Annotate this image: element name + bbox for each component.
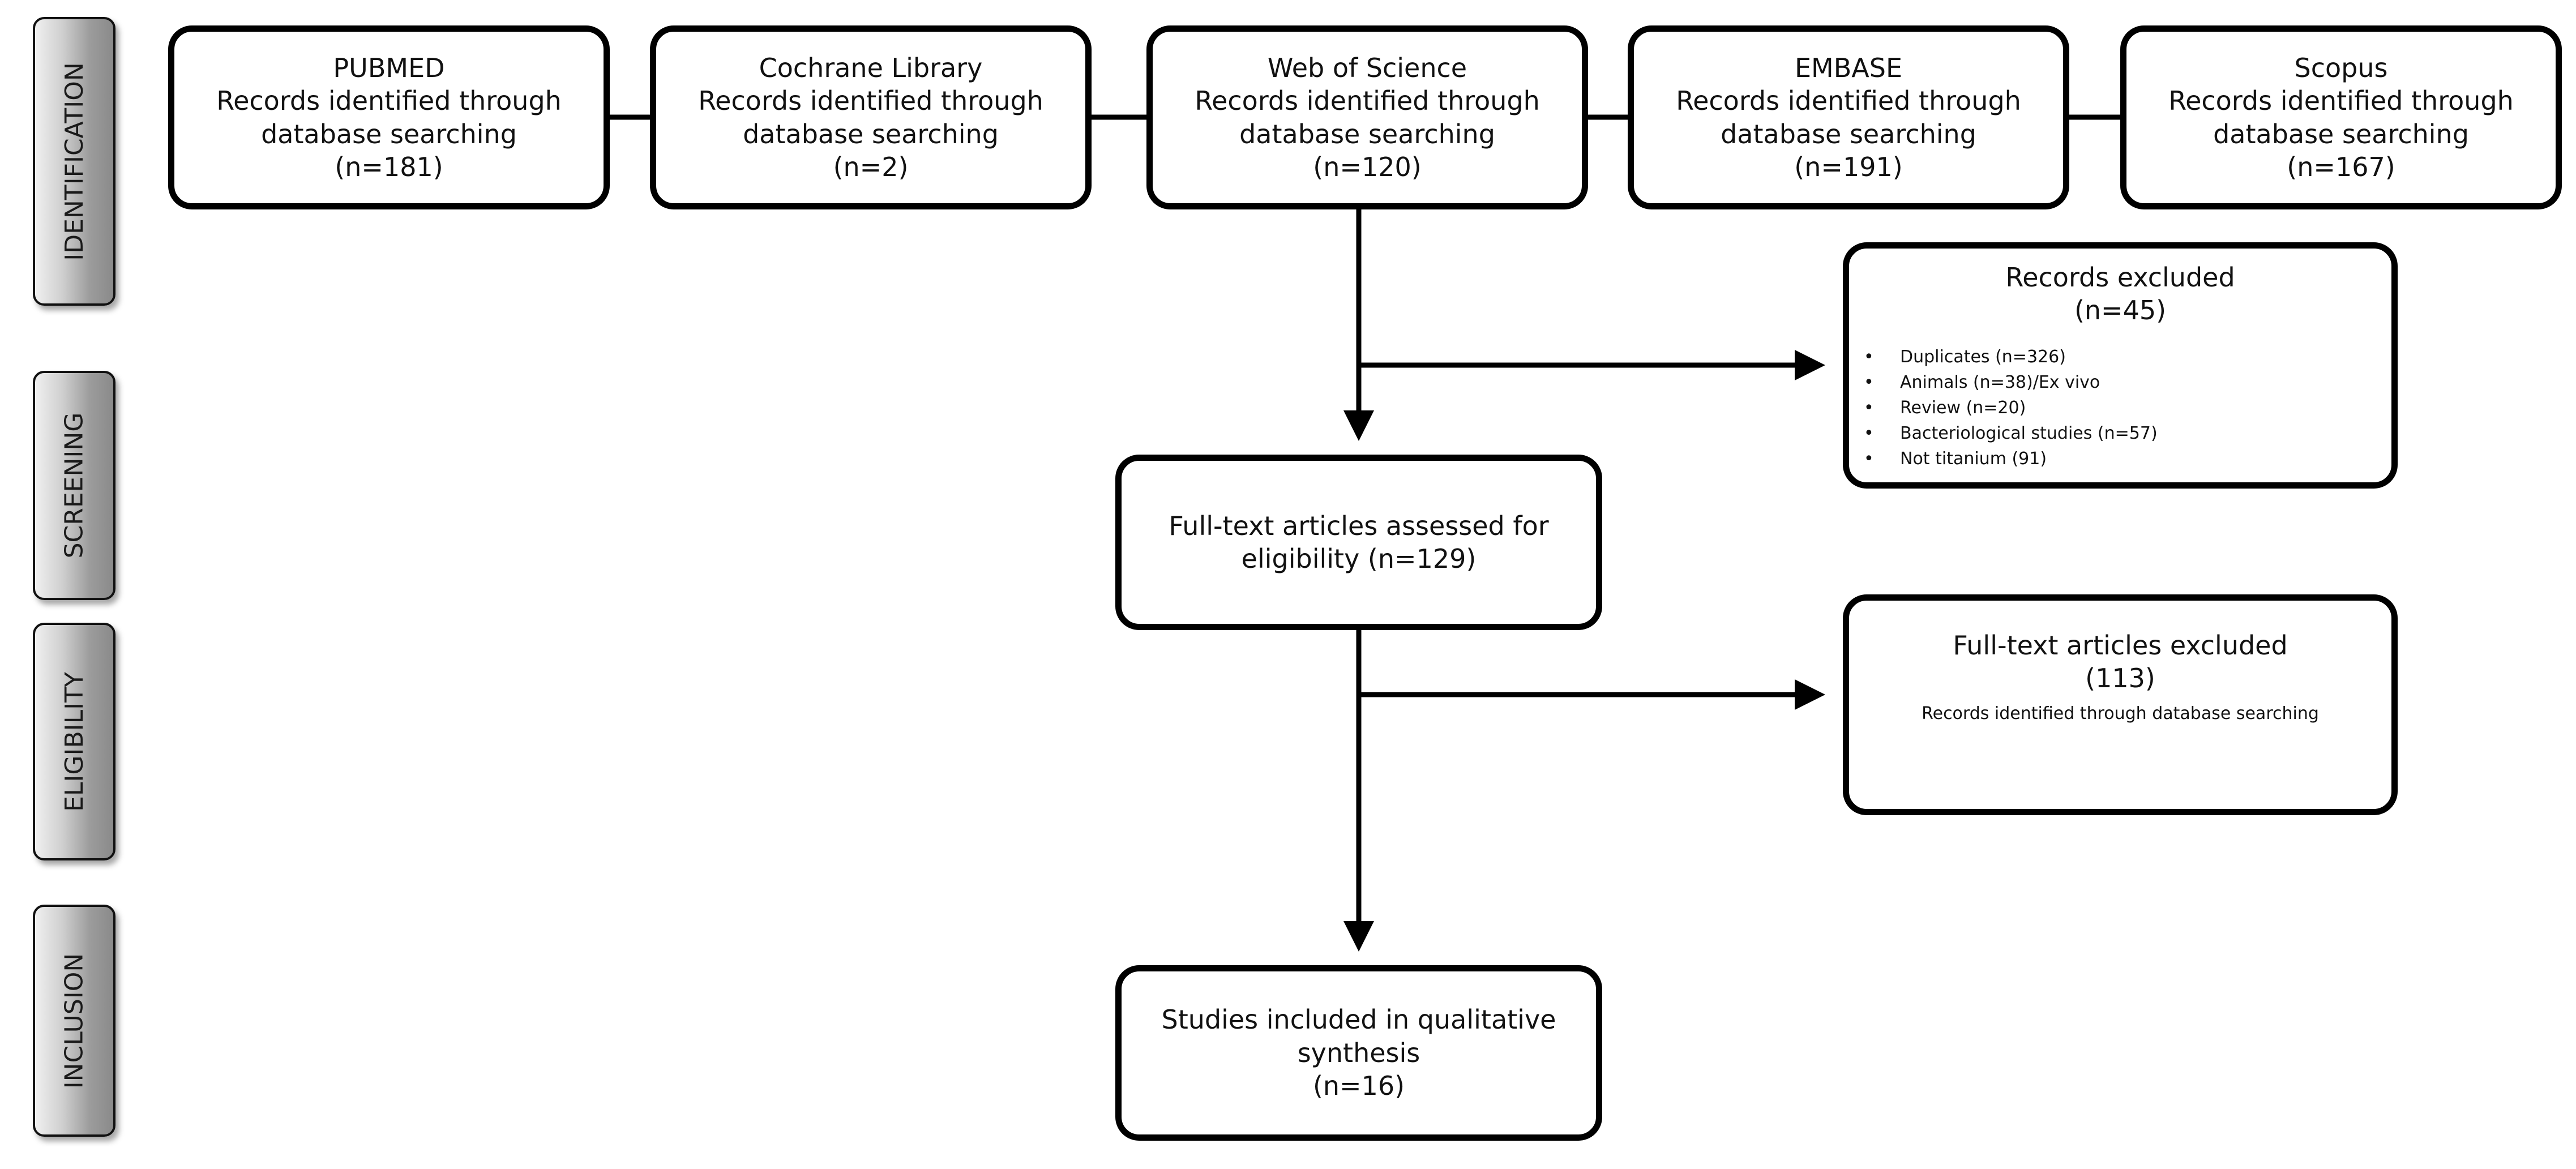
database-line1: Records identified through — [1195, 85, 1540, 117]
database-count: (n=120) — [1313, 151, 1422, 182]
stage-identification: IDENTIFICATION — [33, 17, 115, 306]
database-name: Scopus — [2294, 52, 2388, 83]
database-box-scopus: Scopus Records identified through databa… — [2120, 25, 2562, 209]
records-excluded-count: (n=45) — [2074, 295, 2167, 326]
full-text-assessed-line2: eligibility (n=129) — [1241, 543, 1477, 574]
database-line1: Records identified through — [698, 85, 1043, 117]
list-item: Not titanium (91) — [1864, 446, 2158, 472]
database-box-embase: EMBASE Records identified through databa… — [1628, 25, 2069, 209]
full-text-excluded-note: Records identified through database sear… — [1922, 703, 2319, 723]
database-line2: database searching — [1239, 118, 1495, 149]
database-count: (n=2) — [833, 151, 909, 182]
database-line1: Records identified through — [216, 85, 562, 117]
records-excluded-list: Duplicates (n=326) Animals (n=38)/Ex viv… — [1849, 344, 2158, 472]
full-text-assessed-box: Full-text articles assessed for eligibil… — [1115, 455, 1602, 630]
full-text-assessed-line1: Full-text articles assessed for — [1169, 510, 1549, 541]
database-count: (n=191) — [1794, 151, 1903, 182]
stage-eligibility: ELIGIBILITY — [33, 623, 115, 860]
studies-included-box: Studies included in qualitative synthesi… — [1115, 965, 1602, 1141]
database-line1: Records identified through — [2168, 85, 2514, 117]
list-item: Review (n=20) — [1864, 395, 2158, 421]
database-box-pubmed: PUBMED Records identified through databa… — [168, 25, 610, 209]
database-name: EMBASE — [1794, 52, 1903, 83]
list-item: Duplicates (n=326) — [1864, 344, 2158, 370]
full-text-excluded-title: Full-text articles excluded — [1953, 630, 2288, 661]
database-line1: Records identified through — [1676, 85, 2021, 117]
studies-included-line2: synthesis — [1297, 1037, 1420, 1068]
full-text-excluded-box: Full-text articles excluded (113) Record… — [1843, 594, 2398, 815]
stage-inclusion: INCLUSION — [33, 905, 115, 1137]
stage-identification-label: IDENTIFICATION — [59, 62, 89, 261]
database-name: PUBMED — [333, 52, 445, 83]
records-excluded-box: Records excluded (n=45) Duplicates (n=32… — [1843, 242, 2398, 489]
stage-inclusion-label: INCLUSION — [59, 953, 89, 1089]
database-name: Web of Science — [1267, 52, 1467, 83]
stage-screening: SCREENING — [33, 371, 115, 600]
database-line2: database searching — [743, 118, 999, 149]
list-item: Bacteriological studies (n=57) — [1864, 421, 2158, 446]
stage-screening-label: SCREENING — [59, 412, 89, 559]
database-line2: database searching — [261, 118, 517, 149]
database-box-cochrane: Cochrane Library Records identified thro… — [650, 25, 1092, 209]
database-line2: database searching — [2213, 118, 2469, 149]
database-count: (n=181) — [335, 151, 443, 182]
studies-included-count: (n=16) — [1312, 1070, 1405, 1102]
database-count: (n=167) — [2287, 151, 2395, 182]
studies-included-line1: Studies included in qualitative — [1161, 1004, 1556, 1035]
records-excluded-title: Records excluded — [2005, 262, 2235, 293]
database-line2: database searching — [1721, 118, 1976, 149]
database-box-web-of-science: Web of Science Records identified throug… — [1146, 25, 1588, 209]
stage-eligibility-label: ELIGIBILITY — [59, 671, 89, 812]
full-text-excluded-count: (113) — [2085, 663, 2155, 694]
database-name: Cochrane Library — [759, 52, 983, 83]
list-item: Animals (n=38)/Ex vivo — [1864, 370, 2158, 395]
